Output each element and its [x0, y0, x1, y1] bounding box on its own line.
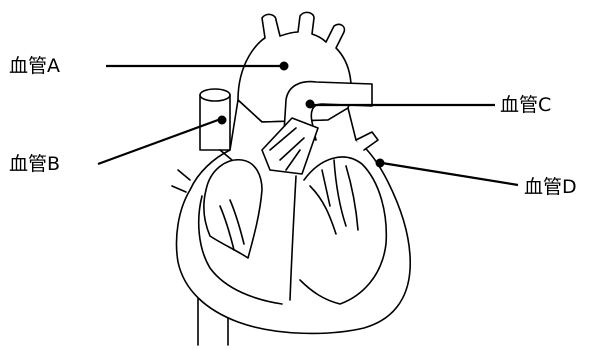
- label-vessel-a: 血管A: [9, 55, 60, 77]
- label-vessel-d: 血管D: [524, 176, 577, 198]
- label-vessel-b: 血管B: [9, 153, 60, 175]
- heart-drawing: [172, 12, 410, 345]
- leader-d: [376, 159, 519, 186]
- label-vessel-c: 血管C: [500, 94, 551, 116]
- vena-cava-opening: [200, 89, 230, 101]
